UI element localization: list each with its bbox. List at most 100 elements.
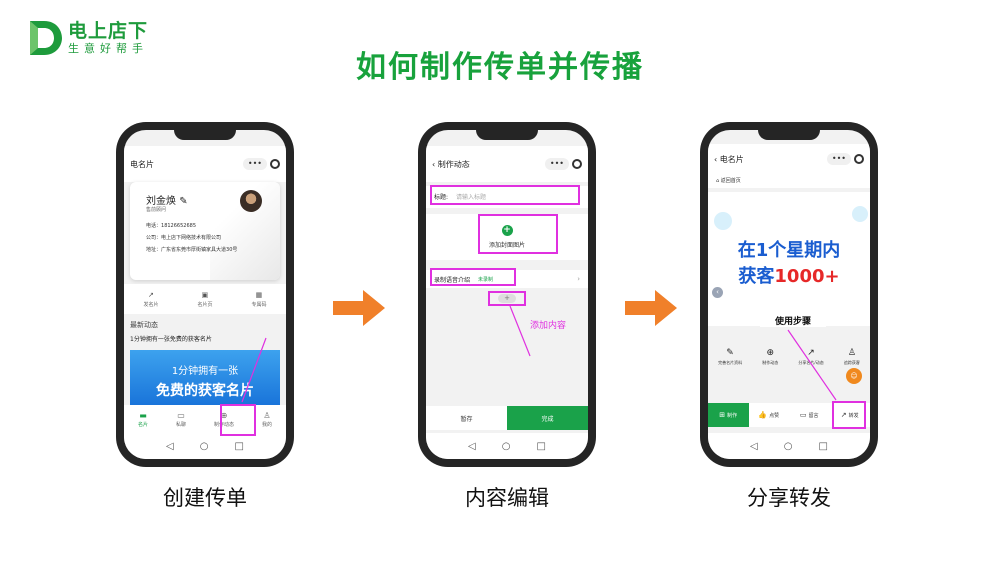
thumb-up-icon: 👍 (758, 411, 768, 419)
home-icon[interactable]: ○ (199, 440, 209, 452)
back-icon[interactable]: ◁ (166, 440, 174, 452)
add-content-button[interactable]: + (498, 294, 516, 303)
image-icon: ▣ (201, 290, 209, 299)
recent-apps-icon[interactable]: □ (536, 440, 546, 452)
qrcode-icon: ▦ (255, 290, 263, 299)
caption-create: 创建传单 (163, 486, 247, 510)
voice-intro-row[interactable]: 录制语音介绍 未录制 › (426, 270, 588, 288)
close-miniapp-button[interactable] (854, 154, 864, 164)
promo-banner: 在1个星期内 获客1000+ ‹ (708, 192, 870, 326)
close-miniapp-button[interactable] (572, 159, 582, 169)
caption-edit: 内容编辑 (465, 486, 549, 510)
chevron-right-icon: › (577, 275, 580, 283)
share-icon: ↗ (148, 290, 154, 299)
back-icon[interactable]: ◁ (750, 440, 758, 452)
highlight-add (488, 291, 526, 306)
edit-icon[interactable]: ✎ (179, 196, 188, 207)
logo-slogan: 生意好帮手 (68, 42, 148, 55)
promo-line-2: 获客1000+ (738, 266, 840, 287)
nav-bar: 电名片 ••• (124, 146, 286, 182)
home-icon[interactable]: ○ (501, 440, 511, 452)
page-title: 如何制作传单并传播 (356, 50, 644, 85)
step-create-post: ⊕制作动态 (762, 348, 779, 365)
highlight-forward (832, 401, 866, 429)
highlight-title (430, 185, 580, 205)
tool-card-page[interactable]: ▣名片页 (197, 290, 213, 308)
nav-title: ‹ 制作动态 (432, 159, 470, 169)
save-draft-button[interactable]: 暂存 (426, 406, 507, 430)
forward-icon: ↗ (840, 411, 847, 419)
caption-share: 分享转发 (747, 486, 831, 510)
back-chevron-icon[interactable]: ‹ (714, 154, 720, 164)
customer-service-icon[interactable]: ☺ (846, 368, 862, 384)
plus-icon: + (501, 225, 513, 236)
tool-send-card[interactable]: ↗发名片 (143, 290, 159, 308)
chat-icon: ▭ (177, 410, 185, 420)
usage-steps: ✎完善名片资料 ⊕制作动态 ↗分享名片/动态 ♙追踪获客 (708, 342, 870, 372)
editor-actions: 暂存 完成 (426, 406, 588, 430)
android-nav-bar: ◁ ○ □ (124, 433, 286, 459)
feed-banner[interactable]: 1分钟拥有一张 免费的获客名片 (130, 350, 280, 410)
title-field[interactable]: 标题:请输入标题 (426, 186, 588, 208)
title-input[interactable]: 请输入标题 (456, 194, 487, 201)
nav-title: 电名片 (130, 159, 154, 169)
more-menu-button[interactable]: ••• (242, 158, 267, 170)
plus-circle-icon: ⊕ (766, 348, 774, 358)
business-card[interactable]: 刘金焕 ✎ 售前顾问 电话：18126652685 公司：电上店下网络技术有限公… (130, 182, 280, 280)
add-cover-label: 添加封面图片 (488, 242, 525, 249)
recent-apps-icon[interactable]: □ (234, 440, 244, 452)
phone-create: 电名片 ••• 刘金焕 ✎ 售前顾问 电话：18126652685 公司：电上店… (116, 122, 294, 467)
back-home-link[interactable]: ⌂ 返回首页 (708, 174, 870, 188)
pointer-line (787, 329, 837, 401)
more-menu-button[interactable]: ••• (826, 153, 851, 165)
nav-bar: ‹ 电名片 ••• (708, 144, 870, 174)
voice-status: 未录制 (478, 276, 494, 283)
make-button[interactable]: ⊞制作 (708, 403, 749, 427)
tab-me[interactable]: ♙我的 (261, 410, 272, 428)
nav-title: ‹ 电名片 (714, 154, 744, 164)
highlight-create-tab (220, 404, 256, 436)
phone-notch (476, 128, 538, 140)
tab-create-post[interactable]: ⊕制作动态 (213, 410, 234, 428)
feed-item-title[interactable]: 1分钟拥有一张免费的获客名片 (130, 336, 212, 343)
tab-chat[interactable]: ▭私聊 (175, 410, 186, 428)
phone-notch (174, 128, 236, 140)
logo-name: 电上店下 (68, 20, 149, 42)
user-icon: ♙ (847, 348, 856, 358)
tab-card[interactable]: ▬名片 (137, 410, 148, 428)
plus-square-icon: ⊞ (719, 411, 726, 419)
back-chevron-icon[interactable]: ‹ (432, 159, 438, 169)
logo-d-icon (30, 21, 62, 55)
highlight-cover (478, 214, 558, 254)
tool-qrcode[interactable]: ▦专属码 (251, 290, 267, 308)
card-address: 地址：广东省东莞市厚街镇家具大道30号 (146, 247, 238, 253)
post-actions: ⊞制作 👍点赞 ▭留言 ↗转发 (708, 403, 870, 427)
nav-bar: ‹ 制作动态 ••• (426, 146, 588, 182)
step-share: ↗分享名片/动态 (798, 348, 824, 365)
like-button[interactable]: 👍点赞 (758, 411, 780, 419)
android-nav-bar: ◁ ○ □ (708, 433, 870, 459)
done-button[interactable]: 完成 (507, 406, 588, 430)
close-miniapp-button[interactable] (270, 159, 280, 169)
comment-button[interactable]: ▭留言 (799, 411, 819, 419)
recent-apps-icon[interactable]: □ (818, 440, 828, 452)
card-tools: ↗发名片 ▣名片页 ▦专属码 (124, 284, 286, 314)
brand-logo: 电上店下 生意好帮手 (26, 18, 148, 58)
steps-title: 使用步骤 (760, 314, 826, 327)
pointer-line (241, 337, 267, 403)
chevron-left-icon[interactable]: ‹ (712, 287, 723, 298)
step-track: ♙追踪获客 (843, 348, 860, 365)
phone-screen: ‹ 电名片 ••• ⌂ 返回首页 在1个星期内 获客1000+ ‹ 使用步骤 ✎… (708, 130, 870, 459)
home-icon: ⌂ (716, 178, 721, 184)
more-menu-button[interactable]: ••• (544, 158, 569, 170)
card-name: 刘金焕 ✎ (146, 196, 188, 207)
card-job-title: 售前顾问 (146, 207, 167, 213)
home-icon[interactable]: ○ (783, 440, 793, 452)
tab-bar: ▬名片 ▭私聊 ⊕制作动态 ♙我的 (124, 405, 286, 433)
forward-button[interactable]: ↗转发 (840, 411, 859, 419)
arrow-right-icon (333, 290, 385, 326)
comment-icon: ▭ (799, 411, 807, 419)
phone-screen: ‹ 制作动态 ••• 标题:请输入标题 + 添加封面图片 录制语音介绍 未录制 … (426, 130, 588, 459)
back-icon[interactable]: ◁ (468, 440, 476, 452)
